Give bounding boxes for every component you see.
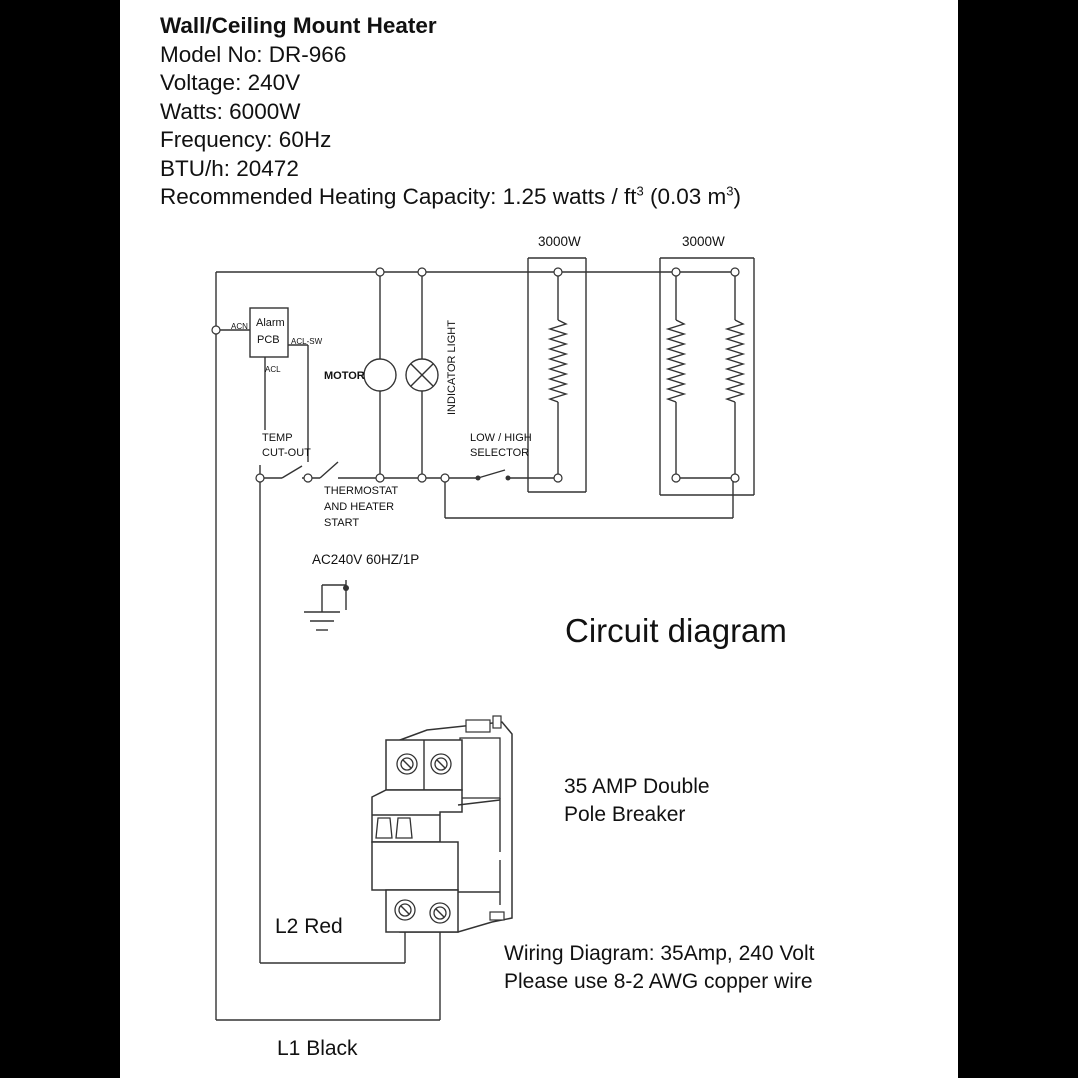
acl-sw-label: ACL-SW [291,337,323,346]
temp-label: TEMP [262,432,293,444]
breaker-bottom-screw-2 [429,902,451,924]
circuit-diagram: 3000W 3000W ACN Alarm PCB ACL-SW ACL MOT… [211,234,815,1060]
capacity-prefix: Recommended Heating Capacity: 1.25 watts… [160,184,637,209]
model-number: Model No: DR-966 [160,41,347,67]
left-supply-wires [216,329,309,963]
bottom-control-wires [260,461,734,519]
thermostat-label-line2: AND HEATER [324,501,394,513]
alarm-pcb-box [249,307,289,358]
diagram-sheet: Wall/Ceiling Mount Heater Model No: DR-9… [120,0,958,1078]
heater-2-wattage-label: 3000W [682,234,725,249]
l1-black-label: L1 Black [277,1037,358,1060]
btu-spec: BTU/h: 20472 [160,155,299,181]
heating-capacity-spec: Recommended Heating Capacity: 1.25 watts… [160,183,741,212]
pcb-label: PCB [257,334,280,346]
heater-1-wattage-label: 3000W [538,234,581,249]
heater-title: Wall/Ceiling Mount Heater [160,13,437,38]
acl-label: ACL [265,365,281,374]
voltage-spec: Voltage: 240V [160,70,301,95]
ground-symbol [304,580,347,631]
circuit-diagram-caption: Circuit diagram [565,612,787,649]
supply-label: AC240V 60HZ/1P [312,552,419,567]
cubic-metre-superscript: 3 [726,183,734,199]
cubic-feet-superscript: 3 [636,183,644,199]
acn-label: ACN [231,322,248,331]
breaker-top-screw-2 [430,753,452,775]
motor-label: MOTOR [324,370,365,382]
frequency-spec: Frequency: 60Hz [160,127,332,152]
watts-spec: Watts: 6000W [160,98,301,124]
alarm-label: Alarm [256,317,285,329]
heater-element-2 [659,257,755,496]
l2-red-label: L2 Red [275,915,343,938]
motor-branch [363,272,397,478]
thermostat-label-line3: START [324,517,359,529]
breaker-label-line2: Pole Breaker [564,803,685,826]
breaker-label-line1: 35 AMP Double [564,775,710,798]
capacity-suffix: ) [733,184,742,209]
indicator-light-label: INDICATOR LIGHT [446,320,458,415]
connection-terminals [211,267,740,591]
heater-element-1 [527,257,587,493]
top-bus-wire [215,271,736,1020]
cut-out-label: CUT-OUT [262,447,311,459]
wiring-note-line1: Wiring Diagram: 35Amp, 240 Volt [504,942,815,965]
breaker-bottom-screw-1 [394,899,416,921]
breaker-top-screw-1 [396,753,418,775]
indicator-light-branch [405,272,439,478]
double-pole-breaker [371,715,513,933]
capacity-metric: (0.03 m [643,184,727,209]
breaker-feed-wires [216,925,441,1021]
selector-label: SELECTOR [470,447,529,459]
low-high-label: LOW / HIGH [470,432,532,444]
wiring-note-line2: Please use 8-2 AWG copper wire [504,970,813,993]
thermostat-label-line1: THERMOSTAT [324,485,398,497]
